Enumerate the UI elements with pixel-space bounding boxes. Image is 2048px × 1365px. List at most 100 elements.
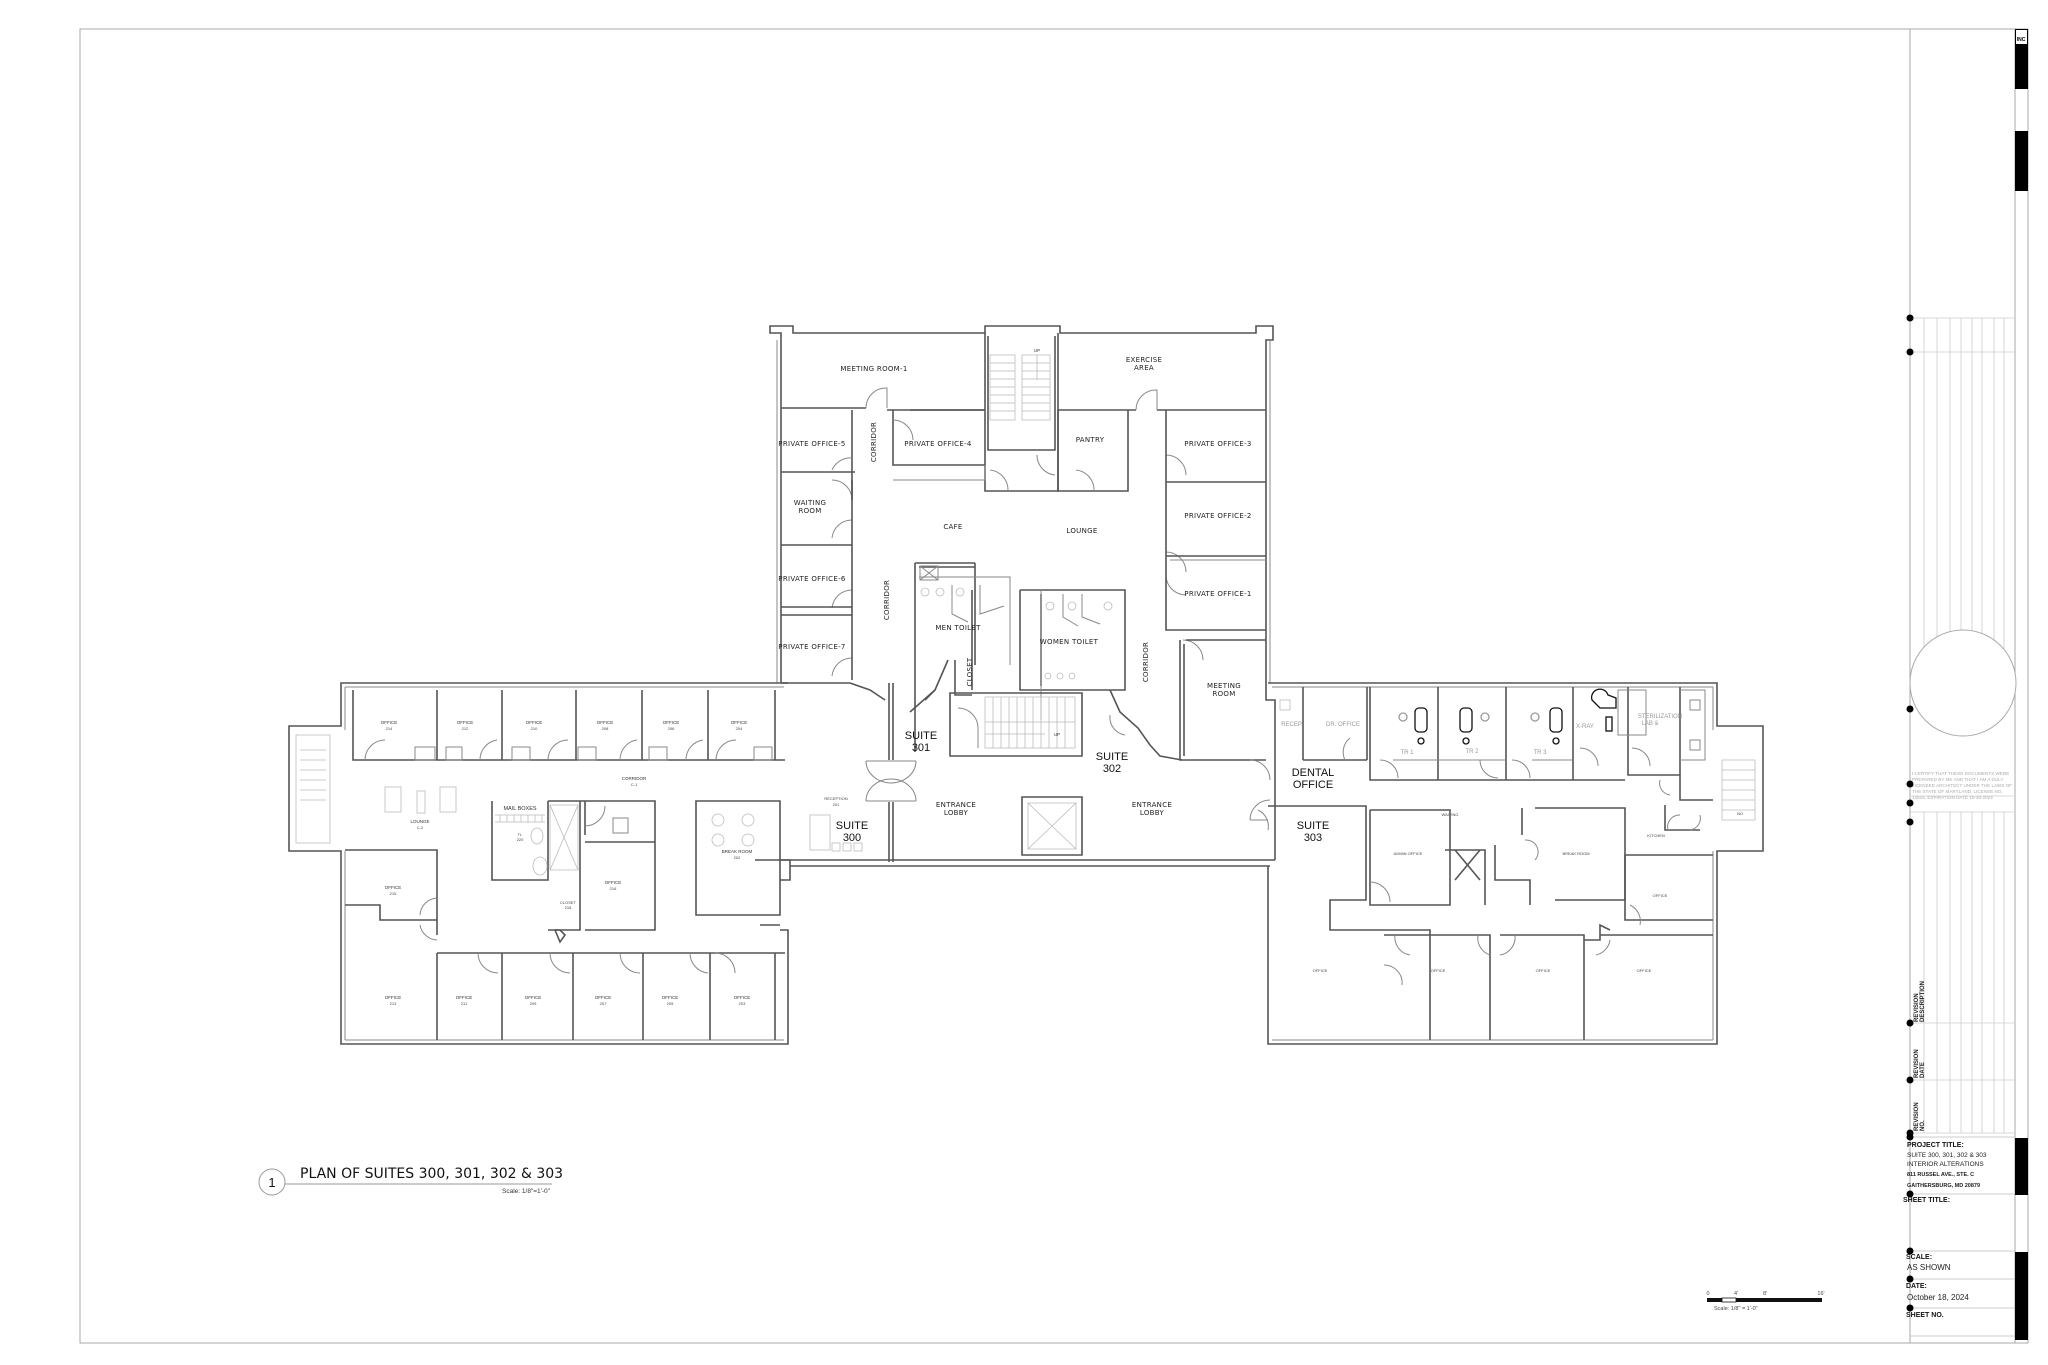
scale-tick: 0 [1706,1291,1709,1297]
sheet-title-label: SHEET TITLE: [1903,1197,1950,1204]
plan-number-bubble [258,1168,286,1196]
room-label-meeting-room: MEETING [1207,682,1241,690]
room-label-office: OFFICE [1431,968,1446,973]
room-label-tr3: TR 3 [1533,750,1547,756]
office-label: OFFICE [526,720,543,725]
office-number: 204 [736,726,743,731]
toilet-number: 220 [517,837,524,842]
toilet-label: TL [518,832,523,837]
office-number: 213 [390,1001,397,1006]
room-label-xray: X-RAY [1576,724,1594,730]
revision-no-label-2: NO. [1920,1120,1926,1131]
room-label-corridor-1: CORRIDOR [870,422,878,462]
room-label-exercise-area: EXERCISE [1126,356,1162,364]
room-label-office: OFFICE [1637,968,1652,973]
room-label-private-office-6: PRIVATE OFFICE-6 [778,575,846,583]
title-block-dots [1906,314,1914,1312]
room-label-exercise-area-2: AREA [1134,364,1154,372]
office-label: OFFICE [662,995,679,1000]
suite-302-number: 302 [1103,763,1121,775]
closet-number: 218 [565,905,572,910]
scale-value: AS SHOWN [1907,1263,1951,1272]
break-room-number: 202 [734,855,741,860]
room-label-entrance-lobby-301: ENTRANCE [936,801,976,809]
certification-text: I CERTIFY THAT THESE DOCUMENTS WERE [1912,771,2009,776]
room-label-entrance-lobby-302: ENTRANCE [1132,801,1172,809]
dental-office-label: DENTAL [1292,767,1335,779]
office-number: 205 [667,1001,674,1006]
room-label-waiting-room-2: ROOM [798,507,821,515]
room-label-office: OFFICE [1653,893,1668,898]
room-label-reception: RECEPTION [824,796,847,801]
room-label-entrance-lobby-302-2: LOBBY [1140,809,1165,817]
date-value: October 18, 2024 [1907,1293,1969,1302]
scale-caption: Scale: 1/8" = 1'-0" [1714,1306,1758,1312]
corridor-number: C-1 [631,782,638,787]
office-label: OFFICE [457,720,474,725]
room-label-kitchen: KITCHEN [1647,833,1665,838]
office-number: 214 [386,726,393,731]
stair-up-label: UP [1034,348,1040,353]
lounge-label: LOUNGE [410,819,429,824]
office-number: 208 [602,726,609,731]
room-label-office: OFFICE [1313,968,1328,973]
graphic-scale-bar: 0 4' 8' 16' Scale: 1/8" = 1'-0" [1706,1291,1824,1312]
right-stair-label: NO [1737,811,1743,816]
mail-boxes-label: MAIL BOXES [503,806,536,812]
room-label-corridor-2: CORRIDOR [883,580,891,620]
room-number-reception: 201 [833,802,840,807]
room-label-meeting-room-1: MEETING ROOM-1 [840,365,907,373]
seal-circle [1909,629,2017,737]
project-title-label: PROJECT TITLE: [1907,1142,1964,1149]
office-label: OFFICE [734,995,751,1000]
title-block: INC I CERTIFY THAT THESE DOCUMENTS WERE … [1903,29,2028,1340]
room-label-admin-office: ADMIN OFFICE [1394,851,1423,856]
revision-description-label: REVISION [1914,993,1920,1022]
suite-302-label: SUITE [1096,751,1128,763]
plan-title: PLAN OF SUITES 300, 301, 302 & 303 [300,1166,563,1182]
scale-tick: 8' [1763,1291,1767,1297]
revision-description-label-2: DESCRIPTION [1920,981,1926,1022]
office-number: 203 [739,1001,746,1006]
lower-stair-up-label: UP [1054,732,1060,737]
room-label-meeting-room-2: ROOM [1212,690,1235,698]
project-title-line-2: INTERIOR ALTERATIONS [1907,1161,1984,1168]
sheet-no-label: SHEET NO. [1906,1312,1944,1319]
plan-scale: Scale: 1/8"=1'-0" [502,1188,551,1195]
office-number: 209 [530,1001,537,1006]
office-label: OFFICE [456,995,473,1000]
date-label: DATE: [1906,1283,1927,1290]
dental-chair-icons [1398,688,1617,745]
certification-text: LICENSED ARCHITECT UNDER THE LAWS OF [1912,783,2012,788]
project-address-line-1: 811 RUSSEL AVE., STE. C [1907,1172,1974,1178]
room-label-closet: CLOSET [966,657,974,686]
room-label-tr1: TR 1 [1400,750,1414,756]
lounge-number: C-2 [417,825,424,830]
office-label: OFFICE [731,720,748,725]
room-label-waiting-room: WAITING [794,499,827,507]
room-label-tr2: TR 2 [1465,749,1479,755]
office-number: 210 [531,726,538,731]
revision-date-label: REVISION [1914,1049,1920,1078]
revision-date-label-2: DATE [1920,1062,1926,1078]
room-label-break-room: BREAK ROOM [1562,851,1589,856]
room-label-private-office-7: PRIVATE OFFICE-7 [778,643,845,651]
room-label-men-toilet: MEN TOILET [935,624,981,632]
office-number: 211 [461,1001,468,1006]
room-label-women-toilet: WOMEN TOILET [1040,638,1099,646]
corner-label: INC [2017,37,2026,43]
room-label-private-office-3: PRIVATE OFFICE-3 [1184,440,1251,448]
office-label-west: OFFICE [385,885,402,890]
room-label-waiting: WAITING [1442,812,1459,817]
office-label: OFFICE [597,720,614,725]
room-label-pantry: PANTRY [1076,436,1105,444]
room-label-recep: RECEP. [1281,722,1303,728]
closet-label: CLOSET [560,900,577,905]
room-label-lounge: LOUNGE [1066,527,1097,535]
suite-300-number: 300 [843,832,861,844]
room-label-sterilization-2: LAB & [1641,721,1658,727]
sheet-border [79,28,2029,1344]
room-label-corridor-3: CORRIDOR [1142,642,1150,682]
